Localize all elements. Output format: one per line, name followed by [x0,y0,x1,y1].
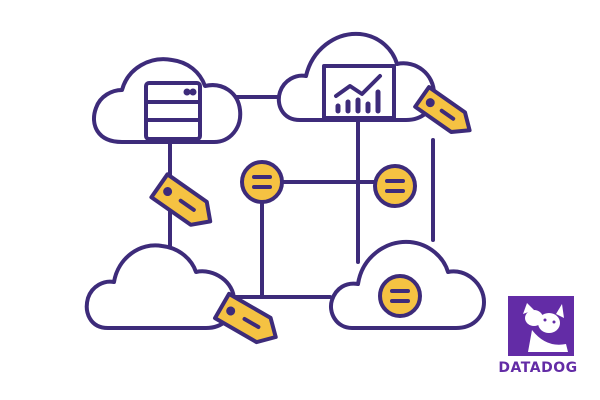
brand-wordmark: DATADOG [498,360,578,376]
equals-circle-icon [240,160,284,204]
tag-icon [213,291,278,345]
datadog-logo [508,296,574,356]
tag-icon [413,85,472,135]
equals-circle-icon [378,274,422,318]
tag-icon [149,172,213,227]
bar-chart-icon [322,64,396,120]
cloud-bottom-left [84,243,236,330]
equals-circle-icon [373,164,417,208]
server-icon [144,81,202,141]
